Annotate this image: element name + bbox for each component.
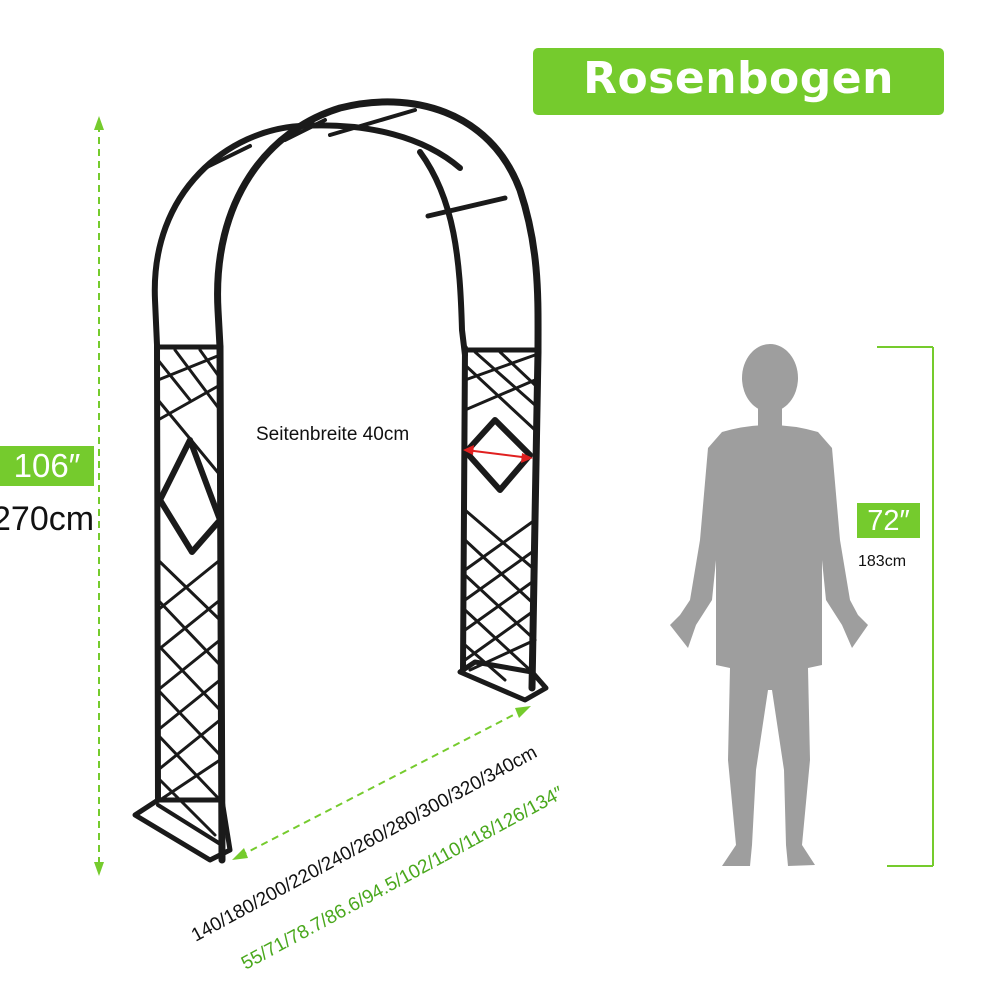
side-width-label: Seitenbreite 40cm [256, 424, 410, 445]
person-silhouette [670, 344, 868, 866]
person-height-cm-label: 183cm [858, 553, 907, 570]
height-cm-label: 270cm [0, 500, 95, 538]
person-height-bracket [877, 346, 934, 867]
height-inch-badge: 106″ [0, 446, 94, 486]
person-height-inch-badge: 72″ [857, 503, 920, 538]
side-width-arrow [463, 445, 533, 463]
width-dimension-line [232, 706, 531, 860]
height-dimension-line [94, 116, 104, 876]
rose-arch-frame [132, 98, 549, 864]
title-banner: Rosenbogen [533, 48, 944, 115]
